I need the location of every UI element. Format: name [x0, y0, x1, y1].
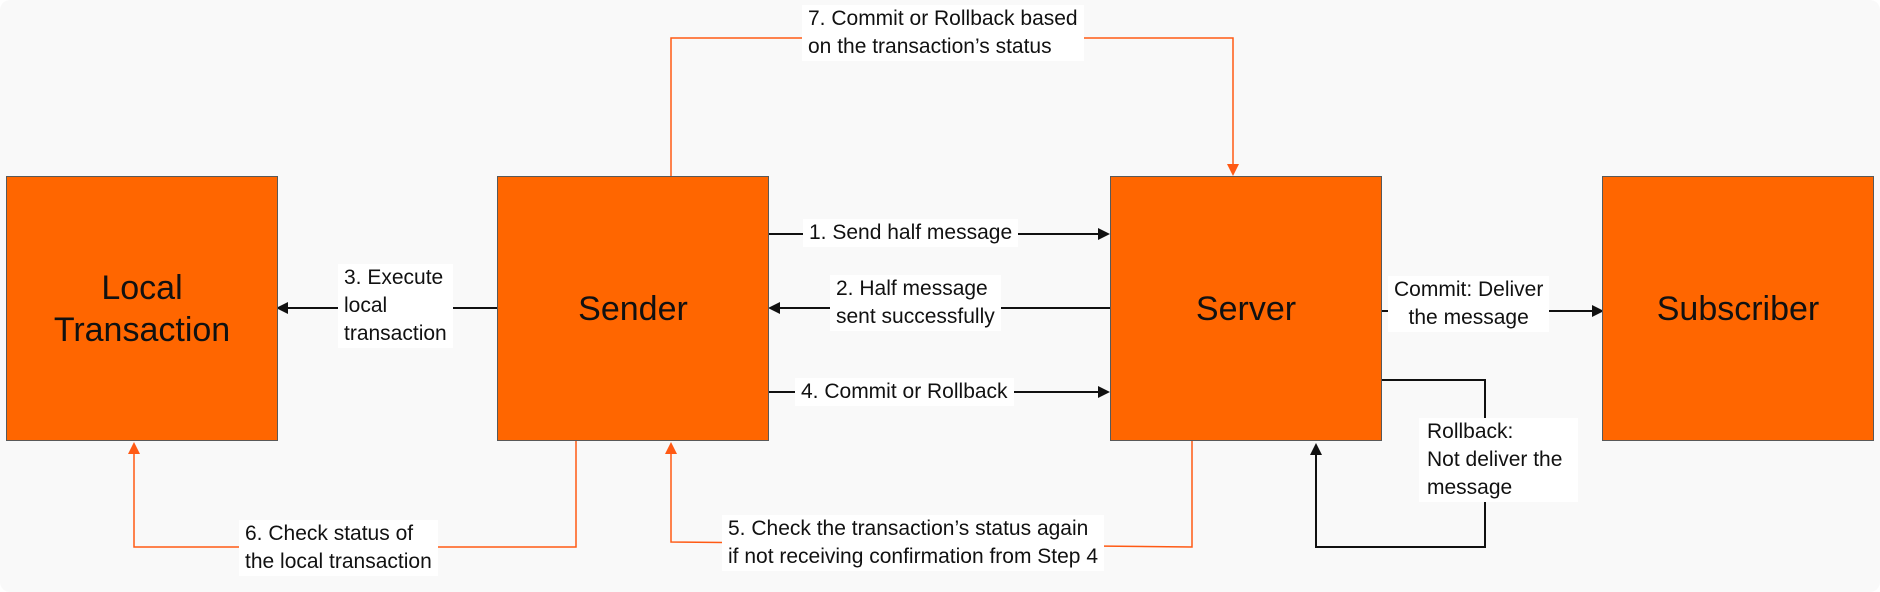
node-local-transaction: Local Transaction — [6, 176, 278, 441]
node-subscriber: Subscriber — [1602, 176, 1874, 441]
label-step1: 1. Send half message — [803, 219, 1019, 247]
label-step4: 4. Commit or Rollback — [795, 378, 1014, 406]
label-step2: 2. Half message sent successfully — [830, 275, 1001, 331]
label-step5: 5. Check the transaction’s status again … — [722, 515, 1105, 571]
node-server: Server — [1110, 176, 1382, 441]
label-step7: 7. Commit or Rollback based on the trans… — [802, 5, 1084, 61]
label-rollback: Rollback: Not deliver the message — [1419, 418, 1579, 502]
node-sender: Sender — [497, 176, 769, 441]
arrow-rollback — [1310, 379, 1486, 548]
label-step3: 3. Execute local transaction — [338, 264, 453, 348]
label-step6: 6. Check status of the local transaction — [239, 520, 438, 576]
label-commit: Commit: Deliver the message — [1388, 276, 1550, 332]
